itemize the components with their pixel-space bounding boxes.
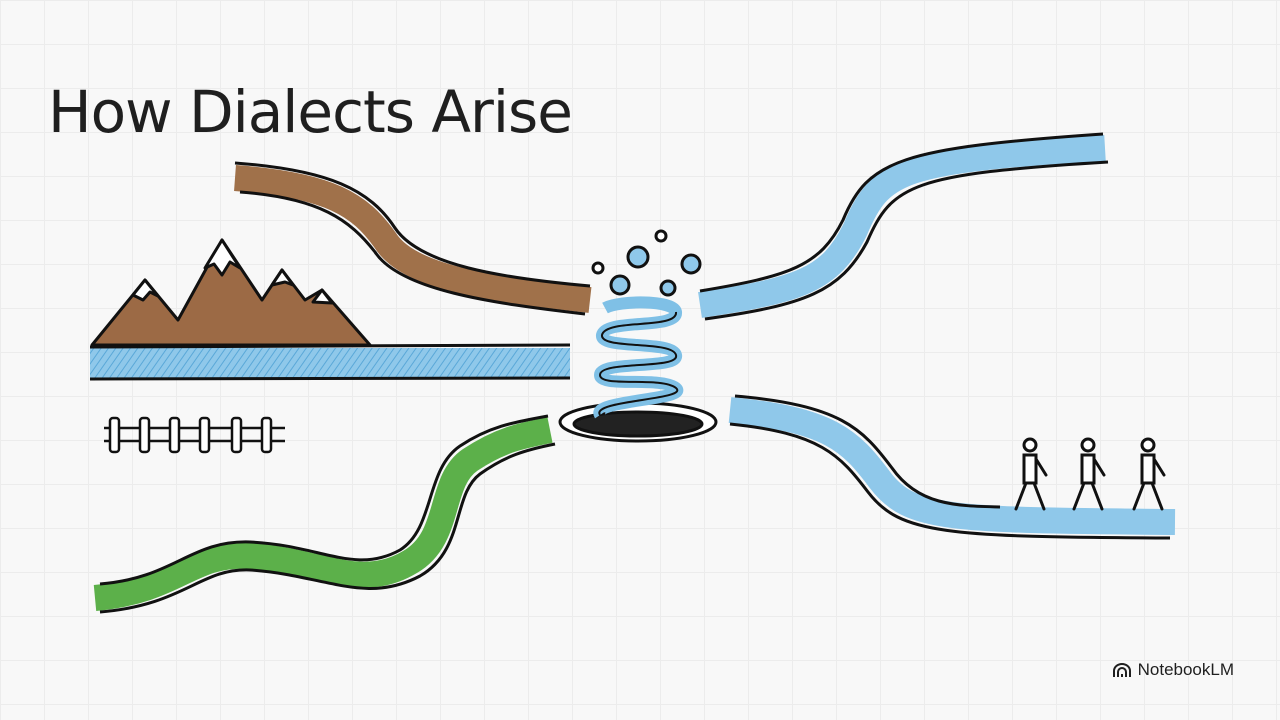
mountains-icon [90,238,372,347]
blue-path-bottom-right [728,394,1176,540]
blue-path-top-right [698,132,1109,321]
walking-people-icon [1014,437,1166,511]
notebooklm-brand: NotebookLM [1112,660,1234,680]
green-path [93,414,556,614]
slide-title: How Dialects Arise [48,78,573,146]
brand-name: NotebookLM [1137,660,1234,679]
notebooklm-logo-icon [1112,663,1131,677]
brown-path [234,161,592,316]
spring-fountain-icon [558,229,718,443]
mountain-river [89,343,571,381]
fence-icon [104,416,285,454]
